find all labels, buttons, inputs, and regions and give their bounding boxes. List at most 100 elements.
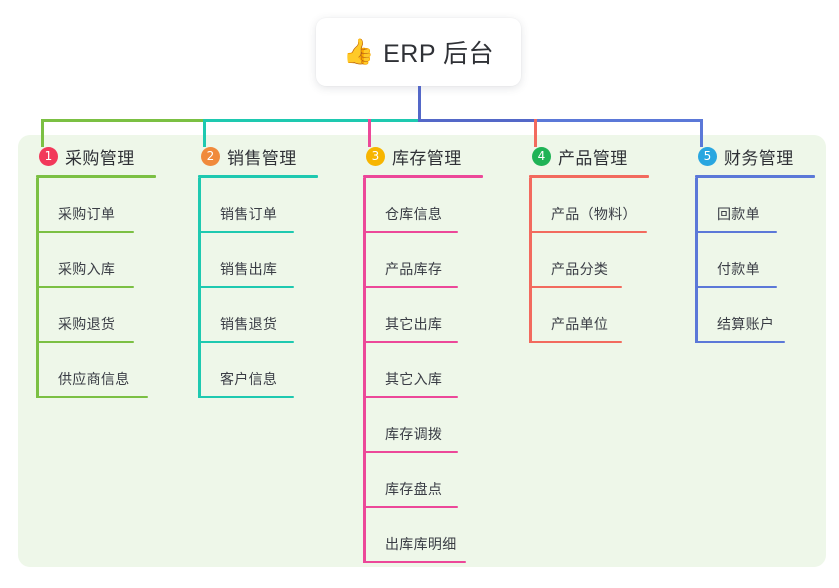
- branch-number-badge: 1: [39, 146, 58, 166]
- branch-title: 采购管理: [65, 148, 135, 168]
- branch-header-采购管理[interactable]: 1 采购管理: [36, 141, 156, 171]
- branch-item[interactable]: 销售退货: [198, 288, 318, 343]
- branch-drop-3: [368, 119, 371, 147]
- branch-items: 回款单付款单结算账户: [695, 178, 815, 343]
- branch-item[interactable]: 产品单位: [529, 288, 649, 343]
- root-node-content: 👍 ERP 后台: [343, 34, 494, 70]
- branch-item-rule: [198, 341, 294, 343]
- branch-item-rule: [695, 231, 777, 233]
- branch-stem: [363, 178, 366, 563]
- branch-item-rule: [36, 341, 134, 343]
- branch-item[interactable]: 销售出库: [198, 233, 318, 288]
- branch-item-label: 其它出库: [385, 316, 443, 332]
- thumbs-up-icon: 👍: [342, 37, 375, 66]
- branch-header-财务管理[interactable]: 5 财务管理: [695, 141, 815, 171]
- root-title: ERP 后台: [383, 40, 495, 68]
- branch-header-rule: [363, 175, 483, 178]
- branch-drop-5: [700, 119, 703, 147]
- branch-item-label: 出库库明细: [385, 536, 457, 552]
- branch-item-label: 销售订单: [220, 206, 278, 222]
- branch-item-label: 库存调拨: [385, 426, 443, 442]
- branch-number-badge: 5: [698, 146, 717, 166]
- branch-item-rule: [36, 231, 134, 233]
- branch-item-rule: [695, 286, 777, 288]
- branch-item-rule: [363, 286, 458, 288]
- branch-item-label: 产品单位: [551, 316, 609, 332]
- branch-item-rule: [363, 561, 466, 563]
- branch-item-rule: [363, 341, 458, 343]
- branch-item[interactable]: 销售订单: [198, 178, 318, 233]
- branch-item-label: 产品库存: [385, 261, 443, 277]
- branch-header-rule: [529, 175, 649, 178]
- branch-stem: [198, 178, 201, 398]
- branch-item-label: 其它入库: [385, 371, 443, 387]
- branch-item-label: 仓库信息: [385, 206, 443, 222]
- branch-item[interactable]: 采购订单: [36, 178, 156, 233]
- branch-item-rule: [198, 231, 294, 233]
- branch-item-rule: [363, 396, 458, 398]
- branch-items: 产品（物料） 产品分类产品单位: [529, 178, 649, 343]
- branch-item-label: 采购订单: [58, 206, 116, 222]
- branch-item[interactable]: 采购入库: [36, 233, 156, 288]
- branch-item[interactable]: 库存盘点: [363, 453, 483, 508]
- bus-segment-1: [41, 119, 206, 122]
- branch-item-rule: [363, 451, 458, 453]
- trunk-line: [418, 86, 421, 122]
- branch-item-label: 销售退货: [220, 316, 278, 332]
- branch-item[interactable]: 采购退货: [36, 288, 156, 343]
- branch-item-rule: [695, 341, 785, 343]
- branch-item-rule: [529, 341, 622, 343]
- branch-item[interactable]: 出库库明细: [363, 508, 483, 563]
- branch-item-rule: [363, 506, 458, 508]
- branch-item[interactable]: 其它入库: [363, 343, 483, 398]
- branch-header-库存管理[interactable]: 3 库存管理: [363, 141, 483, 171]
- branches-panel: [18, 135, 826, 567]
- branch-item-label: 客户信息: [220, 371, 278, 387]
- branch-number-badge: 2: [201, 146, 220, 166]
- branch-title: 产品管理: [558, 148, 628, 168]
- bus-segment-3: [418, 119, 537, 122]
- branch-item-label: 供应商信息: [58, 371, 130, 387]
- branch-item[interactable]: 客户信息: [198, 343, 318, 398]
- branch-item[interactable]: 产品库存: [363, 233, 483, 288]
- branch-items: 采购订单采购入库采购退货供应商信息: [36, 178, 156, 398]
- branch-title: 库存管理: [392, 148, 462, 168]
- branch-item-rule: [36, 286, 134, 288]
- branch-item-label: 采购入库: [58, 261, 116, 277]
- branch-item[interactable]: 库存调拨: [363, 398, 483, 453]
- branch-item[interactable]: 回款单: [695, 178, 815, 233]
- branch-item-label: 产品分类: [551, 261, 609, 277]
- bus-segment-2: [203, 119, 421, 122]
- root-node[interactable]: 👍 ERP 后台: [316, 18, 521, 86]
- branch-item-rule: [529, 231, 647, 233]
- branch-column-库存管理: 3 库存管理仓库信息产品库存其它出库其它入库库存调拨库存盘点出库库明细: [363, 141, 483, 563]
- branch-item[interactable]: 付款单: [695, 233, 815, 288]
- branch-header-rule: [695, 175, 815, 178]
- branch-item[interactable]: 供应商信息: [36, 343, 156, 398]
- branch-drop-1: [41, 119, 44, 147]
- branch-item[interactable]: 结算账户: [695, 288, 815, 343]
- branch-item[interactable]: 产品（物料）: [529, 178, 649, 233]
- branch-items: 仓库信息产品库存其它出库其它入库库存调拨库存盘点出库库明细: [363, 178, 483, 563]
- branch-stem: [529, 178, 532, 343]
- branch-item-label: 结算账户: [717, 316, 775, 332]
- branch-item-label: 付款单: [717, 261, 760, 277]
- branch-item[interactable]: 产品分类: [529, 233, 649, 288]
- branch-drop-2: [203, 119, 206, 147]
- branch-title: 财务管理: [724, 148, 794, 168]
- branch-item-label: 销售出库: [220, 261, 278, 277]
- branch-item-label: 回款单: [717, 206, 760, 222]
- branch-item-rule: [198, 286, 294, 288]
- branch-item-rule: [363, 231, 458, 233]
- branch-items: 销售订单销售出库销售退货客户信息: [198, 178, 318, 398]
- branch-drop-4: [534, 119, 537, 147]
- branch-stem: [36, 178, 39, 398]
- branch-number-badge: 3: [366, 146, 385, 166]
- branch-item[interactable]: 其它出库: [363, 288, 483, 343]
- branch-item[interactable]: 仓库信息: [363, 178, 483, 233]
- branch-column-财务管理: 5 财务管理回款单付款单结算账户: [695, 141, 815, 343]
